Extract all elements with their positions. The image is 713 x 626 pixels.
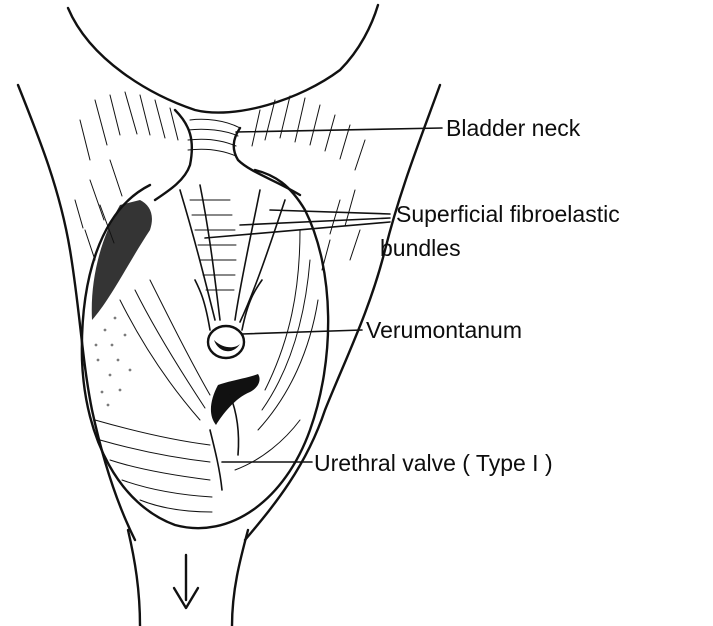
leader-bladder-neck	[236, 128, 442, 132]
label-bundles: bundles	[380, 235, 461, 261]
fibroelastic-bundles	[180, 185, 285, 322]
leader-fibroelastic-3	[270, 210, 390, 214]
flow-arrow	[174, 555, 198, 608]
labels: Bladder neck Superficial fibroelastic bu…	[314, 115, 620, 476]
label-urethral-valve: Urethral valve ( Type I )	[314, 450, 553, 476]
verumontanum-structure	[195, 280, 262, 358]
label-superficial-fibroelastic: Superficial fibroelastic	[396, 201, 620, 227]
label-verumontanum: Verumontanum	[366, 317, 522, 343]
urethral-valve	[210, 374, 260, 490]
leader-verumontanum	[242, 330, 362, 334]
outer-outline	[18, 5, 440, 626]
label-bladder-neck: Bladder neck	[446, 115, 581, 141]
bladder-neck-funnel	[155, 110, 300, 200]
urethral-lumen	[82, 170, 328, 528]
